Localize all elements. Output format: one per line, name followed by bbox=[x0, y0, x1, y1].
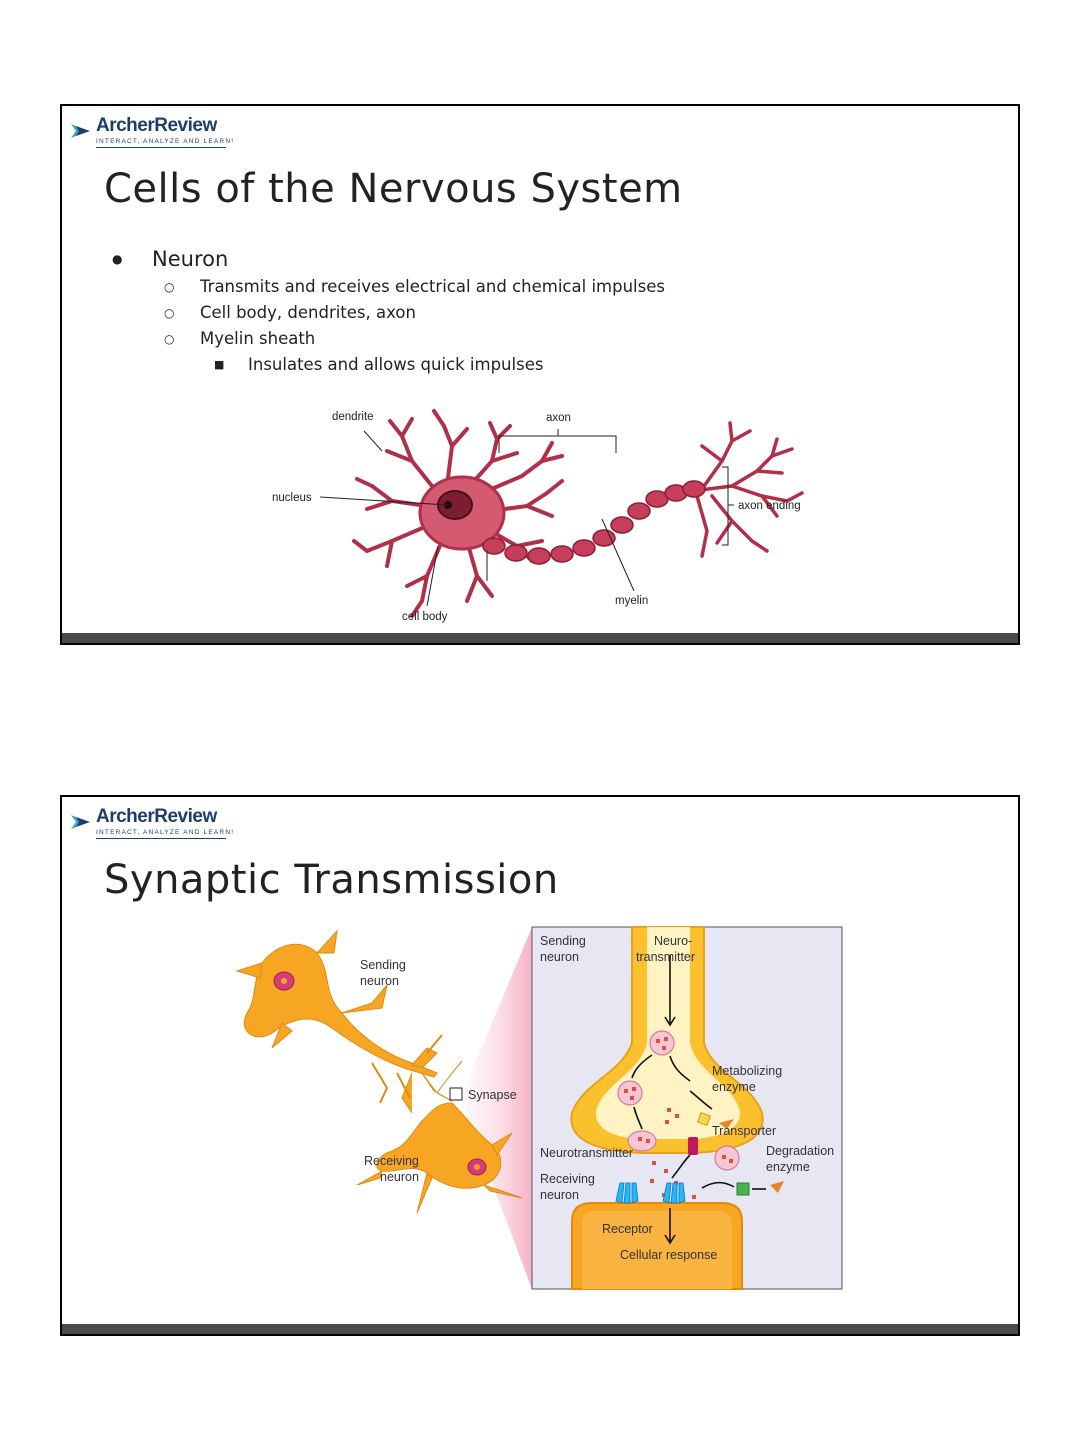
label-detail-receiving-1: Receiving bbox=[540, 1172, 595, 1186]
sub-sub-bullet: Insulates and allows quick impulses bbox=[110, 352, 665, 378]
bullet-list: Neuron Transmits and receives electrical… bbox=[110, 244, 665, 378]
label-detail-sending-2: neuron bbox=[540, 950, 579, 964]
brand-name: ArcherReview bbox=[96, 115, 217, 136]
neuron-diagram: dendrite axon nucleus axon ending myelin… bbox=[272, 409, 804, 623]
synapse-marker bbox=[449, 1087, 463, 1101]
label-cellular-response: Cellular response bbox=[620, 1248, 717, 1262]
slide-title: Synaptic Transmission bbox=[104, 857, 559, 903]
archer-review-logo: ArcherReview INTERACT, ANALYZE AND LEARN… bbox=[70, 114, 233, 150]
label-receptor: Receptor bbox=[602, 1222, 653, 1236]
diagram-labels: dendrite axon nucleus axon ending myelin… bbox=[272, 411, 801, 623]
label-metabolizing-2: enzyme bbox=[712, 1080, 756, 1094]
label-dendrite: dendrite bbox=[332, 411, 374, 423]
brand-tagline: INTERACT, ANALYZE AND LEARN! bbox=[96, 138, 235, 145]
label-metabolizing-1: Metabolizing bbox=[712, 1064, 782, 1078]
arrow-logo-icon bbox=[71, 815, 90, 829]
logo-underline bbox=[96, 838, 226, 839]
label-nucleus: nucleus bbox=[272, 492, 312, 504]
nucleus-shape bbox=[437, 490, 473, 520]
brand-name: ArcherReview bbox=[96, 806, 217, 827]
label-sending-neuron-1: Sending bbox=[360, 958, 406, 972]
label-sending-neuron-2: neuron bbox=[360, 974, 399, 988]
sub-bullet: Myelin sheath bbox=[110, 326, 665, 352]
label-neuro-2: transmitter bbox=[636, 950, 695, 964]
sub-bullet: Transmits and receives electrical and ch… bbox=[110, 274, 665, 300]
label-detail-sending-1: Sending bbox=[540, 934, 586, 948]
label-cell-body: cell body bbox=[402, 611, 448, 623]
label-transporter: Transporter bbox=[712, 1124, 776, 1138]
label-degradation-1: Degradation bbox=[766, 1144, 834, 1158]
label-detail-receiving-2: neuron bbox=[540, 1188, 579, 1202]
brand-tagline: INTERACT, ANALYZE AND LEARN! bbox=[96, 829, 235, 836]
zoom-fan bbox=[462, 927, 532, 1289]
label-receiving-neuron-1: Receiving bbox=[364, 1154, 419, 1168]
archer-review-logo: ArcherReview INTERACT, ANALYZE AND LEARN… bbox=[70, 805, 233, 841]
synapse-detail-panel: Sending neuron Neuro- transmitter Metabo… bbox=[531, 926, 843, 1290]
slide-cells-of-nervous-system: ArcherReview INTERACT, ANALYZE AND LEARN… bbox=[60, 104, 1020, 645]
label-axon: axon bbox=[546, 412, 571, 424]
label-synapse: Synapse bbox=[468, 1088, 517, 1102]
synapse-diagram: Sending neuron Synapse Receiving neuron bbox=[235, 926, 843, 1290]
slide-synaptic-transmission: ArcherReview INTERACT, ANALYZE AND LEARN… bbox=[60, 795, 1020, 1336]
label-receiving-neuron-2: neuron bbox=[380, 1170, 419, 1184]
label-degradation-2: enzyme bbox=[766, 1160, 810, 1174]
label-neuro-1: Neuro- bbox=[654, 934, 692, 948]
label-axon-ending: axon ending bbox=[738, 500, 801, 512]
logo-underline bbox=[96, 147, 226, 148]
slide-footer-bar bbox=[62, 1324, 1018, 1334]
label-myelin: myelin bbox=[615, 595, 648, 607]
bullet-neuron: Neuron bbox=[110, 244, 665, 274]
label-neurotransmitter: Neurotransmitter bbox=[540, 1146, 633, 1160]
slide-title: Cells of the Nervous System bbox=[104, 166, 683, 212]
myelin-segments bbox=[482, 480, 706, 565]
slide-footer-bar bbox=[62, 633, 1018, 643]
arrow-logo-icon bbox=[71, 124, 90, 138]
sub-bullet: Cell body, dendrites, axon bbox=[110, 300, 665, 326]
